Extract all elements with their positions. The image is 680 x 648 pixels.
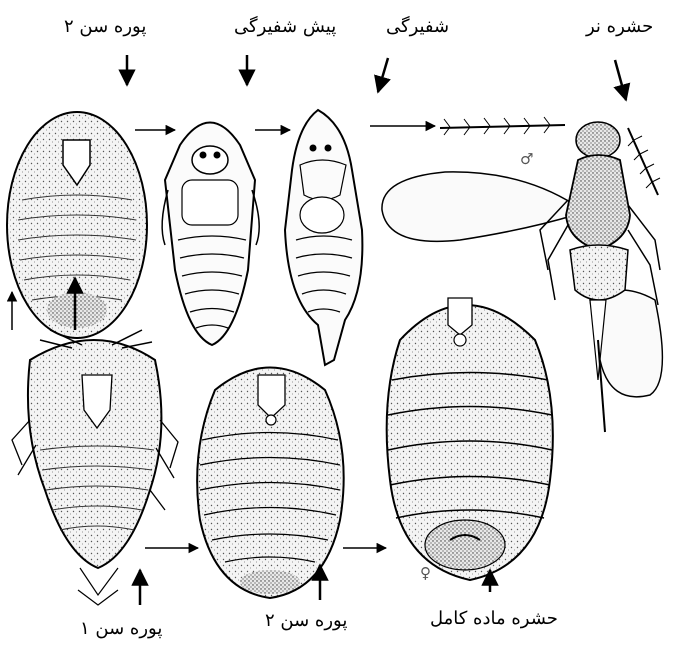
label-arrows	[75, 55, 626, 605]
prepupa-figure	[162, 123, 259, 346]
label-prepupa: پیش شفیرگی	[234, 18, 336, 36]
label-nymph1: پوره سن ۱	[80, 620, 162, 638]
nymph2-top-figure	[7, 112, 147, 338]
label-adult-female: حشره ماده کامل	[430, 610, 558, 628]
label-nymph2-top: پوره سن ۲	[64, 18, 146, 36]
label-nymph2-bottom: پوره سن ۲	[265, 612, 347, 630]
nymph1-figure	[12, 330, 178, 605]
label-male: حشره نر	[586, 18, 653, 36]
adult-female-figure	[387, 298, 553, 580]
label-pupa: شفیرگی	[386, 18, 449, 36]
arrow-pupa	[378, 58, 388, 92]
male-symbol: ♂	[520, 152, 533, 167]
pupa-figure	[285, 110, 362, 365]
arrow-male	[615, 60, 626, 100]
nymph2-bottom-figure	[197, 368, 344, 599]
female-symbol: ♀	[420, 566, 431, 581]
